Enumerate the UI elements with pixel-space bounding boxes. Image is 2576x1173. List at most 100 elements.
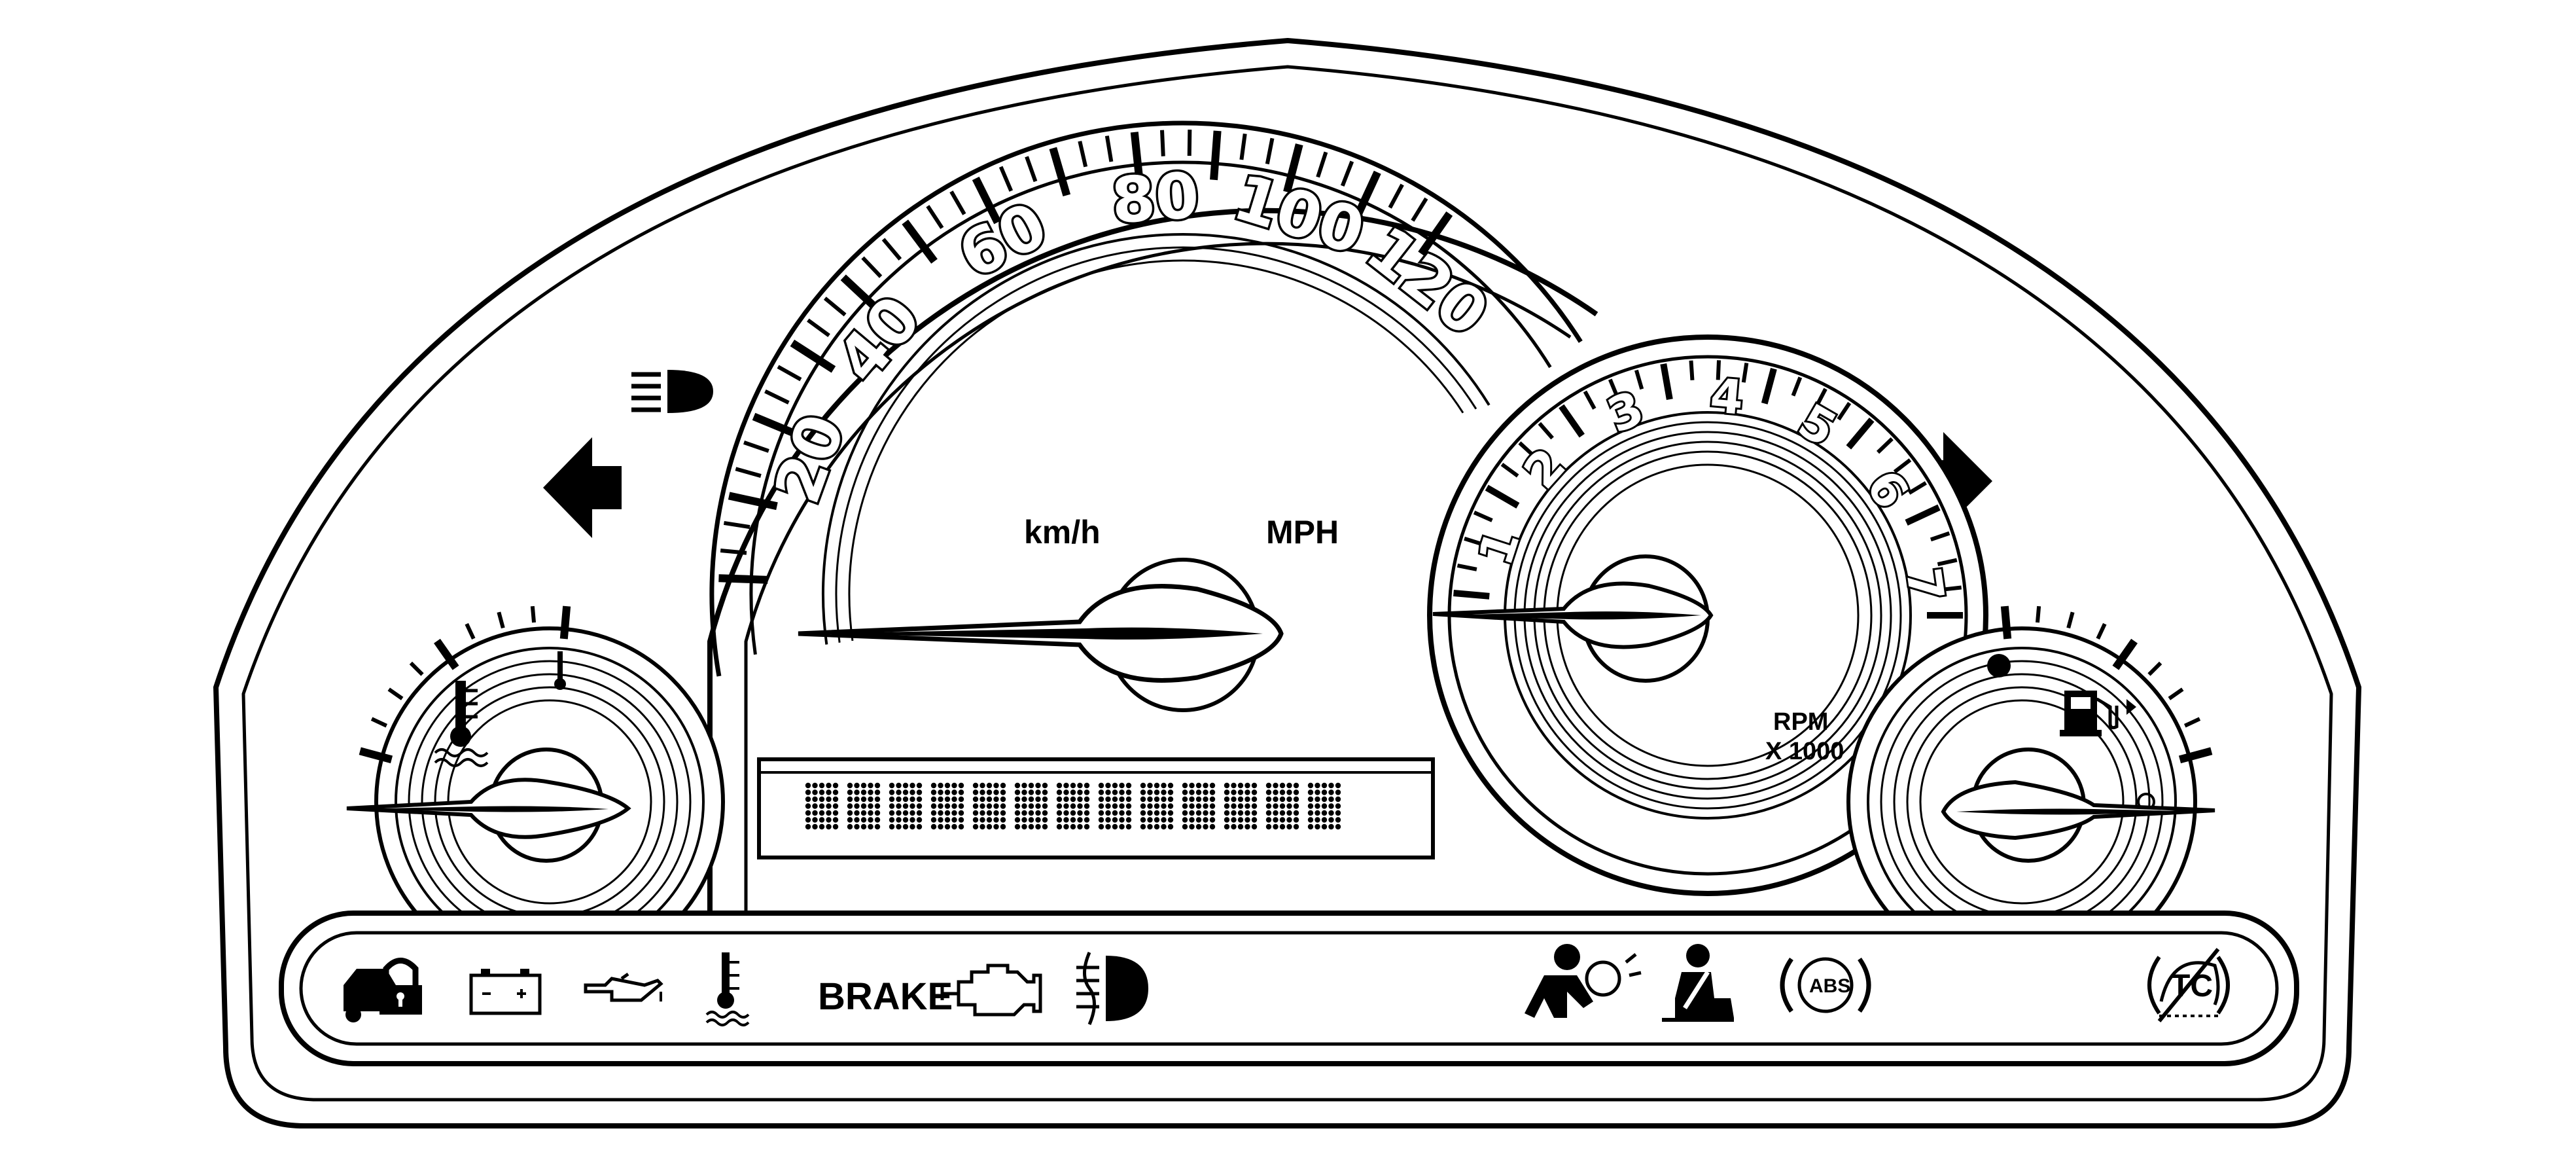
- odometer-dot: [1328, 823, 1334, 830]
- odometer-dot: [1084, 796, 1090, 803]
- odometer-dot: [1105, 789, 1111, 795]
- odometer-dot: [972, 789, 979, 795]
- brake-warning-label: BRAKE: [818, 975, 953, 1018]
- odometer-dot: [1042, 803, 1048, 809]
- odometer-dot: [1140, 803, 1146, 809]
- odometer-dot: [1189, 817, 1195, 823]
- fuel-gauge-tick: [2066, 611, 2075, 629]
- odometer-dot: [1056, 810, 1063, 816]
- odometer-dot: [1105, 823, 1111, 830]
- odometer-dot: [930, 789, 937, 795]
- speedometer-tick: [1388, 183, 1404, 209]
- odometer-dot: [1195, 782, 1202, 789]
- odometer-dot: [993, 782, 999, 789]
- odometer-dot: [902, 803, 909, 809]
- odometer-dot: [951, 782, 957, 789]
- tachometer-tick: [1846, 418, 1875, 450]
- odometer-dot: [1161, 817, 1167, 823]
- speedometer-tick: [807, 318, 830, 338]
- temperature-gauge-tick: [465, 623, 476, 640]
- odometer-dot: [1335, 789, 1341, 795]
- odometer-dot: [889, 789, 895, 795]
- odometer-dot: [860, 796, 867, 803]
- odometer-dot: [1237, 810, 1244, 816]
- left-turn-arrow-icon: [543, 437, 622, 538]
- speedometer-tick: [998, 166, 1014, 192]
- odometer-dot: [819, 789, 825, 795]
- odometer-dot: [1279, 810, 1286, 816]
- odometer-dot: [819, 782, 825, 789]
- odometer-dot: [1231, 782, 1237, 789]
- speedometer-tick: [764, 389, 790, 405]
- odometer-dot: [1167, 803, 1174, 809]
- odometer-dot: [979, 789, 985, 795]
- odometer-dot: [1273, 810, 1279, 816]
- tachometer-unit-line1: RPM: [1773, 708, 1828, 736]
- odometer-dot: [1279, 817, 1286, 823]
- odometer-dot: [1273, 782, 1279, 789]
- odometer-dot: [930, 823, 937, 830]
- odometer-dot: [1161, 796, 1167, 803]
- odometer-dot: [1084, 803, 1090, 809]
- odometer-dot: [1244, 803, 1250, 809]
- odometer-dot: [819, 803, 825, 809]
- odometer-dot: [1077, 817, 1083, 823]
- speedometer-tick: [728, 492, 778, 511]
- odometer-dot: [1000, 823, 1006, 830]
- speedometer-tick: [752, 412, 801, 439]
- odometer-dot: [958, 782, 964, 789]
- odometer-dot: [1293, 810, 1299, 816]
- odometer-dot: [805, 810, 811, 816]
- odometer-dot: [1244, 823, 1250, 830]
- speedometer-tick: [1265, 137, 1275, 165]
- odometer-dot: [1070, 817, 1076, 823]
- odometer-dot: [1251, 817, 1258, 823]
- odometer-dot: [868, 782, 873, 789]
- odometer-dot: [1237, 789, 1244, 795]
- odometer-dot: [972, 810, 979, 816]
- speedometer-tick: [1418, 211, 1453, 257]
- odometer-dot: [1056, 803, 1063, 809]
- odometer-dot: [896, 810, 902, 816]
- odometer-dot: [1105, 810, 1111, 816]
- odometer-dot: [1112, 796, 1118, 803]
- odometer-dot: [1077, 810, 1083, 816]
- odometer-dot: [1147, 782, 1153, 789]
- odometer-dot: [1056, 782, 1063, 789]
- odometer-dot: [902, 817, 909, 823]
- odometer-dot: [1321, 796, 1328, 803]
- oil-pressure-icon: [584, 972, 663, 1002]
- odometer-dot: [930, 782, 937, 789]
- odometer-dot: [1119, 823, 1125, 830]
- odometer-dot: [1273, 803, 1279, 809]
- odometer-dot: [916, 823, 923, 830]
- odometer-dot: [1224, 796, 1230, 803]
- hot-temperature-mark-icon: [554, 651, 566, 690]
- odometer-dot: [1293, 817, 1299, 823]
- odometer-dot: [1056, 796, 1063, 803]
- odometer-dot: [860, 803, 867, 809]
- odometer-dot: [1098, 782, 1104, 789]
- tachometer-tick: [1634, 369, 1644, 390]
- odometer-dot: [847, 803, 853, 809]
- odometer-dot: [896, 796, 902, 803]
- odometer-dot: [1321, 803, 1328, 809]
- speedometer-unit-imperial: MPH: [1266, 514, 1339, 550]
- odometer-dot: [896, 817, 902, 823]
- tachometer-tick: [1791, 376, 1803, 397]
- odometer-dot: [909, 823, 915, 830]
- fuel-gauge-tick: [2168, 687, 2184, 700]
- odometer-dot: [1119, 796, 1125, 803]
- odometer-dot: [1084, 789, 1090, 795]
- odometer-dot: [1314, 796, 1320, 803]
- high-beam-icon: [631, 370, 713, 413]
- odometer-dot: [944, 817, 951, 823]
- odometer-dot: [1154, 803, 1160, 809]
- odometer-dot: [1000, 782, 1006, 789]
- odometer-dot: [1112, 817, 1118, 823]
- odometer-dot: [1042, 817, 1048, 823]
- odometer-dot: [902, 789, 909, 795]
- tachometer-tick: [1538, 422, 1554, 440]
- odometer-dot: [847, 789, 853, 795]
- odometer-dot: [1189, 782, 1195, 789]
